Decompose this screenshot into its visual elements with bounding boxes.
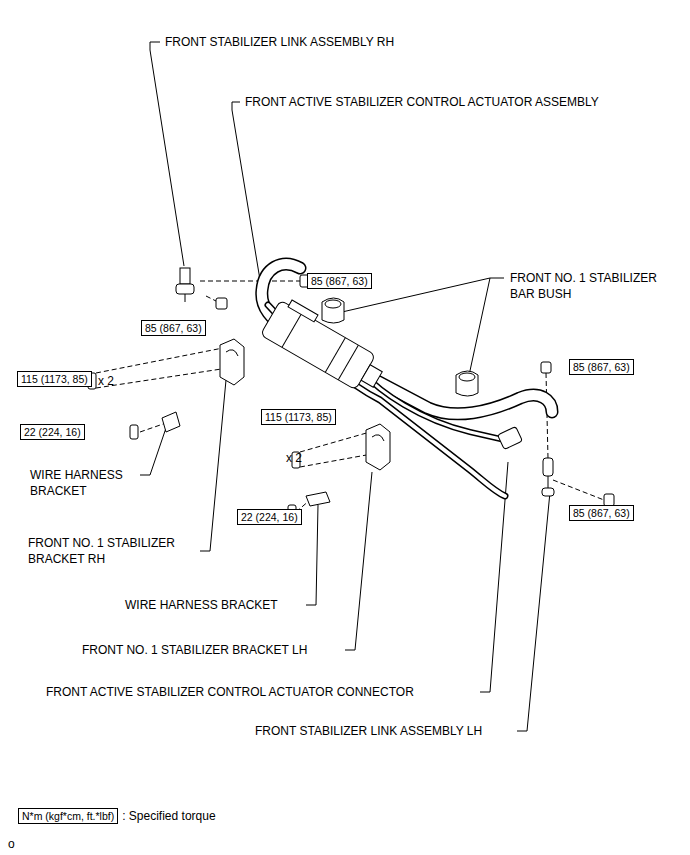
- stabilizer-bracket: [220, 339, 390, 470]
- torque-value: 22 (224, 16): [24, 426, 81, 438]
- dashed-line: [96, 368, 228, 388]
- leader-line: [232, 102, 262, 292]
- stabilizer-link: [176, 268, 554, 496]
- dashed-line: [300, 432, 370, 452]
- part-label: FRONT ACTIVE STABILIZER CONTROL ACTUATOR…: [46, 684, 414, 700]
- leader-line: [468, 278, 490, 380]
- nut: [88, 275, 614, 519]
- dashed-line: [200, 281, 304, 282]
- leader-line: [345, 472, 372, 650]
- torque-box: 115 (1173, 85): [17, 371, 92, 387]
- part-label: FRONT NO. 1 STABILIZER BAR BUSH: [510, 270, 680, 302]
- harness-bracket: [162, 412, 330, 506]
- legend-text: : Specified torque: [122, 808, 215, 824]
- part-label: FRONT STABILIZER LINK ASSEMBLY LH: [255, 723, 482, 739]
- torque-box: 85 (867, 63): [141, 320, 206, 336]
- torque-value: 22 (224, 16): [241, 511, 298, 523]
- leader-line: [200, 380, 226, 551]
- stabilizer-bar: [262, 264, 552, 496]
- leader-line: [306, 505, 318, 605]
- part-label: FRONT NO. 1 STABILIZER BRACKET LH: [82, 642, 307, 658]
- torque-box: 115 (1173, 85): [261, 409, 336, 425]
- torque-value: 115 (1173, 85): [265, 411, 332, 423]
- torque-box: 22 (224, 16): [237, 509, 302, 525]
- part-label: FRONT STABILIZER LINK ASSEMBLY RH: [165, 34, 394, 50]
- bar-bush: [322, 298, 478, 396]
- part-label: o: [8, 836, 15, 852]
- part-label: WIRE HARNESS BRACKET: [125, 597, 278, 613]
- torque-value: N*m (kgf*cm, ft.*lbf): [22, 810, 114, 822]
- part-label: FRONT NO. 1 STABILIZER BRACKET RH: [28, 535, 198, 567]
- torque-value: 115 (1173, 85): [21, 373, 88, 385]
- part-label: WIRE HARNESS BRACKET: [30, 467, 145, 499]
- dashed-line: [553, 480, 604, 500]
- part-label: x 2: [98, 373, 114, 389]
- torque-value: 85 (867, 63): [573, 361, 630, 373]
- torque-box: 22 (224, 16): [20, 424, 85, 440]
- leader-line: [140, 428, 166, 475]
- torque-box: 85 (867, 63): [569, 359, 634, 375]
- leader-line: [150, 42, 184, 266]
- torque-value: 85 (867, 63): [573, 507, 630, 519]
- dashed-line: [300, 454, 372, 467]
- torque-box: 85 (867, 63): [569, 505, 634, 521]
- part-label: FRONT ACTIVE STABILIZER CONTROL ACTUATOR…: [245, 94, 599, 110]
- dashed-line: [96, 347, 228, 373]
- actuator-body: [260, 295, 390, 397]
- part-label: x 2: [286, 450, 302, 466]
- leader-line: [517, 492, 550, 731]
- torque-box: 85 (867, 63): [307, 273, 372, 289]
- torque-value: 85 (867, 63): [145, 322, 202, 334]
- torque-value: 85 (867, 63): [311, 275, 368, 287]
- torque-box: N*m (kgf*cm, ft.*lbf): [18, 808, 118, 824]
- actuator-connector: [498, 427, 523, 450]
- dashed-line: [140, 423, 166, 432]
